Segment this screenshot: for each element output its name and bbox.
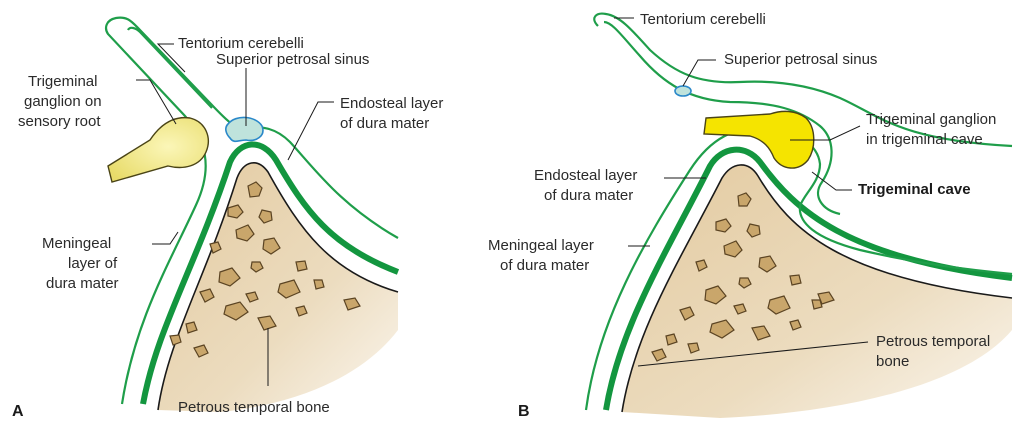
panel-letter-b: B	[518, 403, 530, 420]
label-cave-b: Trigeminal cave	[858, 181, 971, 198]
label-bone-b-line1: Petrous temporal	[876, 333, 990, 350]
label-ganglion-a-line2: ganglion on	[24, 93, 102, 110]
label-bone-b-line2: bone	[876, 353, 909, 370]
petrous-bone-b	[622, 165, 1012, 418]
label-tentorium-b: Tentorium cerebelli	[640, 11, 766, 28]
superior-petrosal-sinus-b	[675, 86, 691, 96]
label-meningeal-b-line1: Meningeal layer	[488, 237, 594, 254]
superior-petrosal-sinus-a	[226, 117, 263, 141]
leader-sinus-b	[683, 60, 716, 86]
trigeminal-ganglion-a	[108, 118, 208, 182]
label-ganglion-b-line2: in trigeminal cave	[866, 131, 983, 148]
label-meningeal-a-line2: layer of	[68, 255, 118, 272]
panel-b: Tentorium cerebelli Superior petrosal si…	[488, 11, 1012, 420]
label-meningeal-a-line1: Meningeal	[42, 235, 111, 252]
petrous-bone-a	[158, 163, 398, 412]
panel-a: Tentorium cerebelli Superior petrosal si…	[12, 18, 443, 420]
label-sinus-b: Superior petrosal sinus	[724, 51, 877, 68]
label-endosteal-a-line1: Endosteal layer	[340, 95, 443, 112]
label-endosteal-a-line2: of dura mater	[340, 115, 429, 132]
label-ganglion-a-line1: Trigeminal	[28, 73, 97, 90]
label-bone-a: Petrous temporal bone	[178, 399, 330, 416]
label-ganglion-b-line1: Trigeminal ganglion	[866, 111, 996, 128]
label-meningeal-a-line3: dura mater	[46, 275, 119, 292]
label-endosteal-b-line2: of dura mater	[544, 187, 633, 204]
panel-letter-a: A	[12, 403, 24, 420]
label-endosteal-b-line1: Endosteal layer	[534, 167, 637, 184]
label-tentorium-a: Tentorium cerebelli	[178, 35, 304, 52]
label-sinus-a: Superior petrosal sinus	[216, 51, 369, 68]
label-ganglion-a-line3: sensory root	[18, 113, 101, 130]
leader-meningeal-a	[152, 232, 178, 244]
leader-endosteal-a	[288, 102, 334, 160]
label-meningeal-b-line2: of dura mater	[500, 257, 589, 274]
